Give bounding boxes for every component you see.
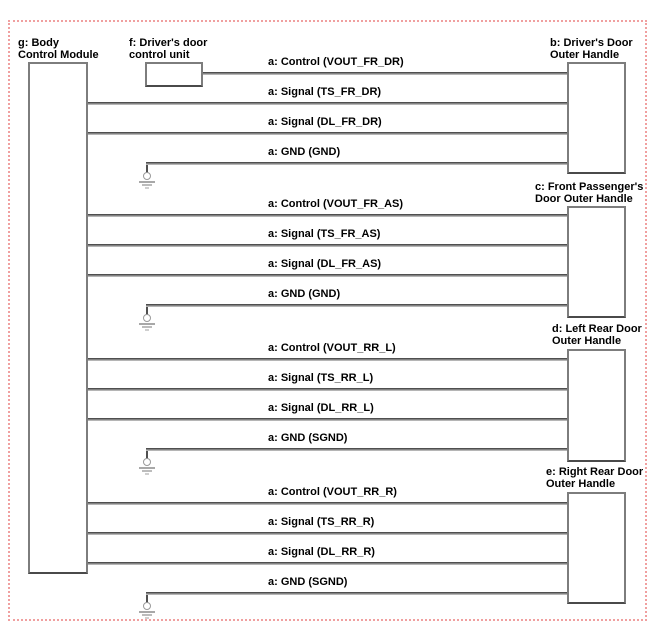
handle-label-e-line2: Outer Handle <box>546 478 616 490</box>
ground-stub <box>146 595 148 603</box>
wire-gnd-2 <box>146 304 567 307</box>
wire-label: a: Signal (TS_FR_DR) <box>268 86 382 98</box>
handle-label-d-line1: d: Left Rear Door <box>552 323 642 335</box>
handle-box-b <box>567 62 626 174</box>
ground-bar <box>139 323 155 325</box>
handle-label-b-line2: Outer Handle <box>550 49 620 61</box>
ground-bar <box>142 326 152 328</box>
bcm-label-line1: g: Body <box>18 37 59 49</box>
wire-signal-ts-fr-dr <box>88 102 567 105</box>
handle-label-e: e: Right Rear Door Outer Handle <box>546 466 643 490</box>
wire-signal-dl-rr-r <box>88 562 567 565</box>
ground-stub <box>146 307 148 315</box>
handle-box-d <box>567 349 626 462</box>
ground-connector-circle <box>143 602 151 610</box>
ground-symbol <box>139 165 155 189</box>
ground-bar <box>142 470 152 472</box>
handle-label-c: c: Front Passenger's Door Outer Handle <box>535 181 643 205</box>
wire-control-vout-rr-l <box>88 358 567 361</box>
wire-label: a: Control (VOUT_RR_R) <box>268 486 397 498</box>
ground-stub <box>146 451 148 459</box>
handle-label-d: d: Left Rear Door Outer Handle <box>552 323 642 347</box>
wire-label: a: Signal (TS_RR_R) <box>268 516 375 528</box>
ground-connector-circle <box>143 314 151 322</box>
wire-label: a: Control (VOUT_FR_DR) <box>268 56 404 68</box>
bcm-box <box>28 62 88 574</box>
wire-control-vout-rr-r <box>88 502 567 505</box>
ddcu-label: f: Driver's door control unit <box>129 37 207 61</box>
wire-label: a: Control (VOUT_RR_L) <box>268 342 396 354</box>
ddcu-label-line1: f: Driver's door <box>129 37 208 49</box>
wire-signal-ts-fr-as <box>88 244 567 247</box>
wire-control-vout-fr-as <box>88 214 567 217</box>
ground-bar <box>139 467 155 469</box>
handle-label-d-line2: Outer Handle <box>552 335 622 347</box>
wire-signal-dl-rr-l <box>88 418 567 421</box>
ground-stub <box>146 165 148 173</box>
ground-bar <box>139 181 155 183</box>
wire-signal-dl-fr-dr <box>88 132 567 135</box>
wire-label: a: Signal (DL_RR_R) <box>268 546 375 558</box>
handle-label-c-line2: Door Outer Handle <box>535 193 633 205</box>
handle-label-b: b: Driver's Door Outer Handle <box>550 37 633 61</box>
ground-connector-circle <box>143 172 151 180</box>
handle-label-b-line1: b: Driver's Door <box>550 37 633 49</box>
ground-symbol <box>139 451 155 475</box>
wire-signal-ts-rr-l <box>88 388 567 391</box>
wire-label: a: GND (GND) <box>268 288 341 300</box>
wire-signal-dl-fr-as <box>88 274 567 277</box>
ddcu-box <box>145 62 203 87</box>
ground-bar <box>142 184 152 186</box>
ground-connector-circle <box>143 458 151 466</box>
wire-signal-ts-rr-r <box>88 532 567 535</box>
bcm-label: g: Body Control Module <box>18 37 99 61</box>
wire-label: a: Signal (DL_FR_AS) <box>268 258 382 270</box>
bcm-label-line2: Control Module <box>18 49 99 61</box>
wire-gnd-3 <box>146 448 567 451</box>
ground-bar <box>142 614 152 616</box>
ground-symbol <box>139 307 155 331</box>
wire-label: a: Signal (TS_RR_L) <box>268 372 374 384</box>
wire-label: a: Signal (DL_FR_DR) <box>268 116 382 128</box>
ddcu-label-line2: control unit <box>129 49 190 61</box>
wire-label: a: Signal (TS_FR_AS) <box>268 228 381 240</box>
handle-label-c-line1: c: Front Passenger's <box>535 181 644 193</box>
wire-label: a: Signal (DL_RR_L) <box>268 402 374 414</box>
handle-box-c <box>567 206 626 318</box>
wire-gnd-4 <box>146 592 567 595</box>
handle-label-e-line1: e: Right Rear Door <box>546 466 644 478</box>
ground-bar <box>139 611 155 613</box>
ground-bar <box>145 473 149 475</box>
wire-label: a: Control (VOUT_FR_AS) <box>268 198 404 210</box>
wire-label: a: GND (GND) <box>268 146 341 158</box>
ground-symbol <box>139 595 155 619</box>
ground-bar <box>145 329 149 331</box>
wire-label: a: GND (SGND) <box>268 576 348 588</box>
wire-control-vout-fr-dr <box>203 72 567 75</box>
ground-bar <box>145 617 149 619</box>
diagram-frame <box>8 20 647 621</box>
wire-gnd-1 <box>146 162 567 165</box>
handle-box-e <box>567 492 626 604</box>
ground-bar <box>145 187 149 189</box>
wire-label: a: GND (SGND) <box>268 432 348 444</box>
